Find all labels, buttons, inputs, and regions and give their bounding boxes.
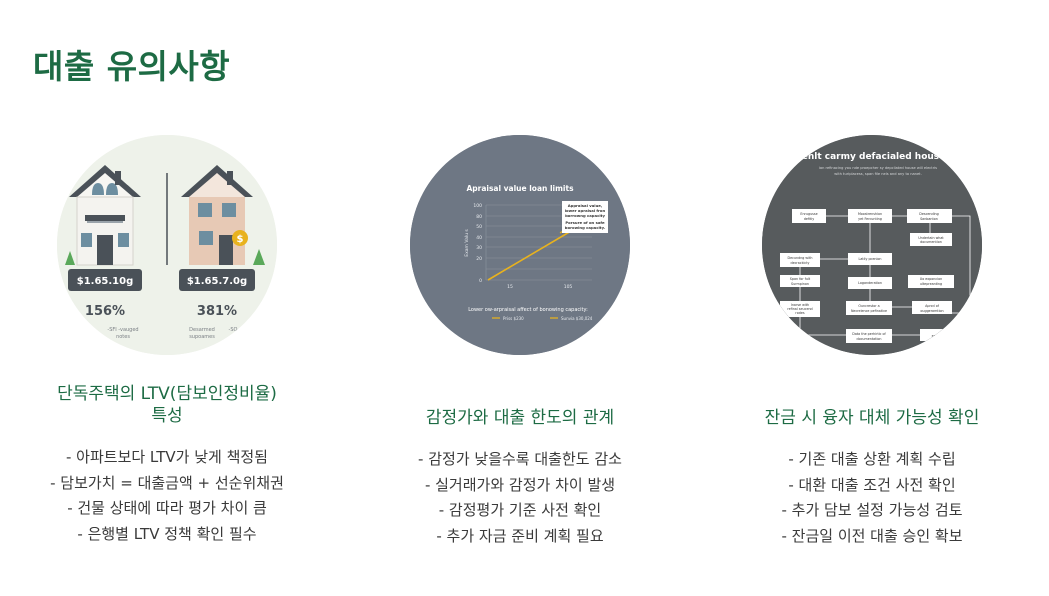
svg-text:rodes: rodes <box>795 311 804 315</box>
svg-text:Ouncrestor a: Ouncrestor a <box>858 304 879 308</box>
svg-text:-SFI -vauged: -SFI -vauged <box>107 327 138 333</box>
svg-text:0: 0 <box>479 278 482 284</box>
svg-text:105: 105 <box>564 284 573 290</box>
flowchart-image: cenlt carmy defacialed houscl ian refina… <box>762 135 982 355</box>
svg-text:80: 80 <box>476 214 482 220</box>
price-tag-left <box>68 269 142 291</box>
svg-text:Sanbanton: Sanbanton <box>920 217 938 221</box>
svg-text:$1.65.7.0g: $1.65.7.0g <box>187 276 247 287</box>
card-ltv: $ $1.65.10g $1.65.7.0g 156% 381% med -SF… <box>17 135 317 547</box>
svg-text:Decundng with: Decundng with <box>788 256 813 260</box>
flowchart-illustration: cenlt carmy defacialed houscl ian refina… <box>762 135 982 355</box>
svg-text:Appraisal value,: Appraisal value, <box>568 203 603 208</box>
list-item: - 아파트보다 LTV가 낮게 책정됨 <box>65 448 268 466</box>
svg-text:decrackicty: decrackicty <box>790 261 809 265</box>
bullet-list: - 기존 대출 상환 계획 수립 - 대환 대출 조건 사전 확인 - 추가 담… <box>722 447 1022 549</box>
svg-text:Data the perhirtic of: Data the perhirtic of <box>852 332 886 336</box>
svg-text:documentation: documentation <box>857 337 882 341</box>
svg-text:381%: 381% <box>197 304 237 319</box>
page-title: 대출 유의사항 <box>33 47 231 86</box>
svg-text:15: 15 <box>507 284 513 290</box>
list-item: - 건물 상태에 따라 평가 차이 큼 <box>67 499 267 517</box>
svg-text:Desarmed: Desarmed <box>189 327 215 333</box>
callout-box <box>562 201 608 233</box>
svg-text:20: 20 <box>476 256 482 262</box>
appraisal-chart-image: Apraisal value loan limits 100 80 50 40 … <box>410 135 630 355</box>
svg-text:Undertain what: Undertain what <box>918 236 944 240</box>
tree-icon <box>65 249 265 265</box>
svg-text:$1.65.10g: $1.65.10g <box>77 276 134 287</box>
svg-text:Apraisal value loan limits: Apraisal value loan limits <box>466 184 574 193</box>
bullet-list: - 아파트보다 LTV가 낮게 책정됨 - 담보가치 = 대출금액 + 선순위채… <box>17 445 317 547</box>
appraisal-chart-illustration: Apraisal value loan limits 100 80 50 40 … <box>410 135 630 355</box>
svg-text:Priss $230: Priss $230 <box>503 316 524 321</box>
svg-text:Sunvia $30,024: Sunvia $30,024 <box>561 316 593 321</box>
svg-text:Necrelence pefinative: Necrelence pefinative <box>851 309 887 313</box>
svg-text:Porsure of on safe: Porsure of on safe <box>565 220 605 225</box>
card-title-line: 감정가와 대출 한도의 관계 <box>425 408 615 428</box>
list-item: - 실거래가와 감정가 차이 발생 <box>424 475 616 494</box>
svg-text:30: 30 <box>476 245 482 251</box>
list-item: - 잔금일 이전 대출 승인 확보 <box>781 526 963 545</box>
card-title: 잔금 시 융자 대체 가능성 확인 <box>722 407 1022 429</box>
svg-text:notes: notes <box>116 334 130 340</box>
svg-text:Inarse with: Inarse with <box>791 303 809 307</box>
card-title-line: 잔금 시 융자 대체 가능성 확인 <box>764 408 980 428</box>
list-item: - 은행별 LTV 정책 확인 필수 <box>77 524 257 543</box>
svg-text:ouggeramtion: ouggeramtion <box>920 309 943 313</box>
svg-text:supoames: supoames <box>189 334 215 340</box>
svg-text:defitiy: defitiy <box>804 217 814 221</box>
svg-text:ian refinacing you nde proepch: ian refinacing you nde proepcher sy depc… <box>819 166 937 170</box>
card-title-line: 특성 <box>151 406 183 426</box>
card-title-line: 단독주택의 LTV(담보인정비율) <box>57 384 277 404</box>
list-item: - 대환 대출 조건 사전 확인 <box>788 475 956 494</box>
svg-text:Surmpinon: Surmpinon <box>791 282 809 286</box>
card-appraisal: Apraisal value loan limits 100 80 50 40 … <box>370 135 670 549</box>
right-house-icon <box>181 165 253 265</box>
list-item: - 감정가 낮을수록 대출한도 감소 <box>418 450 622 468</box>
svg-text:Latily pcenion: Latily pcenion <box>858 257 881 261</box>
svg-text:Moostrenshion: Moostrenshion <box>858 212 882 216</box>
list-item: - 담보가치 = 대출금액 + 선순위채권 <box>50 473 284 492</box>
svg-text:-SO: -SO <box>229 327 238 333</box>
card-refinance: cenlt carmy defacialed houscl ian refina… <box>722 135 1022 549</box>
svg-text:borrowng capacity: borrowng capacity <box>565 213 605 218</box>
svg-text:refinal seucend: refinal seucend <box>787 307 812 311</box>
svg-text:Enrugusse: Enrugusse <box>800 212 817 216</box>
bullet-list: - 감정가 낮을수록 대출한도 감소 - 실거래가와 감정가 차이 발생 - 감… <box>370 447 670 549</box>
svg-text:earr: earr <box>932 334 939 338</box>
svg-text:40: 40 <box>476 235 482 241</box>
list-item: - 추가 자금 준비 계획 필요 <box>436 526 604 545</box>
list-item: - 기존 대출 상환 계획 수립 <box>788 450 956 468</box>
svg-text:documention: documention <box>920 240 942 244</box>
svg-text:ultepreanting: ultepreanting <box>920 282 942 286</box>
svg-text:156%: 156% <box>85 304 125 319</box>
svg-text:with turiplacess, span file ne: with turiplacess, span file nels and any… <box>834 172 921 176</box>
svg-text:Loganderation: Loganderation <box>858 281 882 285</box>
svg-text:Span for fult: Span for fult <box>790 277 811 281</box>
svg-text:50: 50 <box>476 224 482 230</box>
price-tag-right <box>179 269 255 291</box>
svg-text:Exam Valu s: Exam Valu s <box>464 229 470 257</box>
svg-text:yet Fercunting: yet Fercunting <box>858 217 882 221</box>
svg-text:cenlt carmy defacialed houscl: cenlt carmy defacialed houscl <box>796 152 947 162</box>
svg-text:Uo exponcion: Uo exponcion <box>920 277 942 281</box>
list-item: - 감정평가 기준 사전 확인 <box>438 501 602 519</box>
card-title: 감정가와 대출 한도의 관계 <box>370 407 670 429</box>
svg-text:100: 100 <box>473 203 482 209</box>
card-title: 단독주택의 LTV(담보인정비율) 특성 <box>17 383 317 427</box>
svg-text:borowing capacity.: borowing capacity. <box>565 225 606 230</box>
svg-text:Lower ow-arpraisal affect of b: Lower ow-arpraisal affect of bonowing ca… <box>468 307 588 313</box>
left-house-icon <box>69 165 141 266</box>
svg-text:Descending: Descending <box>919 212 938 216</box>
list-item: - 추가 담보 설정 가능성 검토 <box>781 501 963 519</box>
coin-icon: $ <box>237 234 244 245</box>
svg-text:med: med <box>81 327 92 333</box>
ltv-illustration: $ $1.65.10g $1.65.7.0g 156% 381% med -SF… <box>57 135 277 355</box>
houses-image: $ $1.65.10g $1.65.7.0g 156% 381% med -SF… <box>57 135 277 355</box>
svg-text:Aprcd of: Aprcd of <box>925 304 940 308</box>
svg-text:lower apraisal fron: lower apraisal fron <box>565 208 606 213</box>
